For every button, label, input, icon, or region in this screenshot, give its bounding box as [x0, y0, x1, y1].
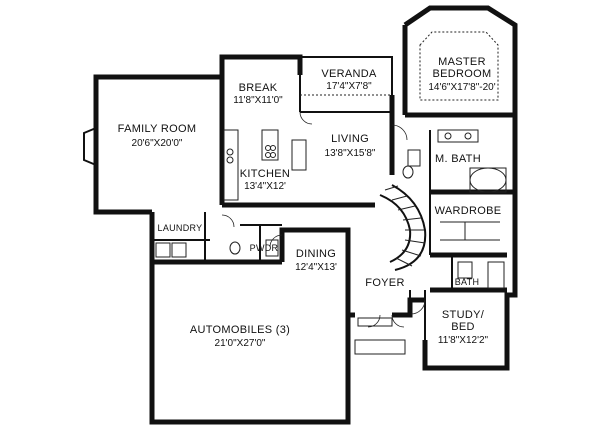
break-name: BREAK — [239, 82, 278, 94]
bath-name: BATH — [455, 277, 480, 287]
family-room-name: FAMILY ROOM — [118, 123, 197, 135]
m-bath-name: M. BATH — [435, 153, 481, 165]
room-labels: FAMILY ROOM 20'6"X20'0" BREAK 11'8"X11'0… — [118, 56, 502, 349]
study-name-1: STUDY/ — [442, 309, 485, 321]
kitchen-dims: 13'4"X12' — [244, 181, 286, 192]
master-bedroom-dims: 14'6"X17'8"-20' — [428, 82, 495, 93]
family-room-dims: 20'6"X20'0" — [132, 138, 183, 149]
automobiles-dims: 21'0"X27'0" — [215, 338, 266, 349]
study-dims: 11'8"X12'2" — [438, 335, 489, 346]
spiral-staircase — [379, 184, 427, 271]
pwdr-name: PWDR — [250, 243, 279, 253]
dining-dims: 12'4"X13' — [295, 262, 337, 273]
veranda-name: VERANDA — [321, 68, 377, 80]
veranda-dims: 17'4"X7'8" — [326, 81, 372, 92]
master-bedroom-name-2: BEDROOM — [433, 68, 492, 80]
laundry-name: LAUNDRY — [158, 223, 203, 233]
kitchen-name: KITCHEN — [240, 168, 290, 180]
break-dims: 11'8"X11'0" — [233, 95, 283, 106]
automobiles-name: AUTOMOBILES (3) — [190, 324, 290, 336]
study-name-2: BED — [451, 321, 475, 333]
dining-name: DINING — [296, 248, 336, 260]
wardrobe-name: WARDROBE — [435, 205, 502, 217]
living-name: LIVING — [331, 133, 369, 145]
living-dims: 13'8"X15'8" — [325, 148, 376, 159]
master-bedroom-name-1: MASTER — [438, 56, 486, 68]
fixtures — [155, 31, 507, 289]
foyer-name: FOYER — [365, 277, 404, 289]
doors — [221, 111, 426, 328]
exterior-walls — [83, 5, 518, 425]
